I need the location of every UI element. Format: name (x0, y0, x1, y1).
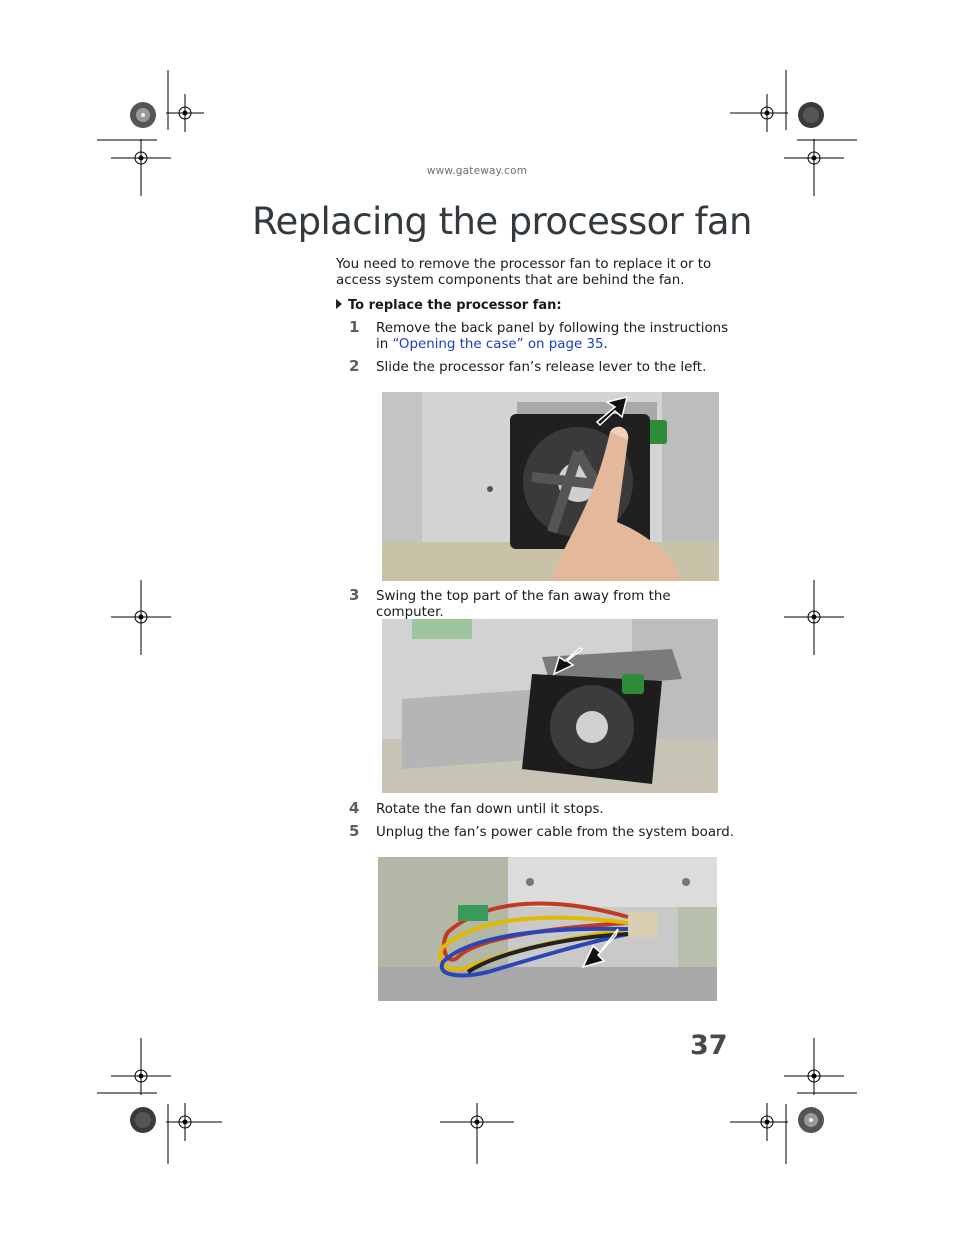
step-number: 1 (349, 318, 360, 336)
page-number: 37 (690, 1030, 728, 1061)
step-number: 5 (349, 822, 360, 840)
step-number: 4 (349, 799, 360, 817)
procedure-arrow-icon (336, 299, 342, 309)
step-text: Rotate the fan down until it stops. (376, 802, 604, 817)
photo-swing-fan (382, 619, 718, 793)
photo-unplug-cable (378, 857, 717, 1001)
procedure-heading: To replace the processor fan: (336, 298, 562, 313)
step-text: Unplug the fan’s power cable from the sy… (376, 825, 735, 840)
step-text: Remove the back panel by following the i… (376, 321, 736, 353)
procedure-title: To replace the processor fan: (348, 298, 562, 313)
page-title: Replacing the processor fan (252, 200, 752, 243)
step-text: Slide the processor fan’s release lever … (376, 360, 707, 375)
opening-the-case-link[interactable]: “Opening the case” on page 35 (392, 337, 604, 352)
step-number: 3 (349, 586, 360, 604)
step-number: 2 (349, 357, 360, 375)
header-url: www.gateway.com (426, 165, 528, 177)
intro-paragraph: You need to remove the processor fan to … (336, 257, 712, 288)
step-text-after: . (603, 337, 608, 352)
step-text-before: Remove the back panel by following the i… (376, 321, 729, 352)
photo-release-lever (382, 392, 719, 581)
step-text: Swing the top part of the fan away from … (376, 589, 671, 620)
